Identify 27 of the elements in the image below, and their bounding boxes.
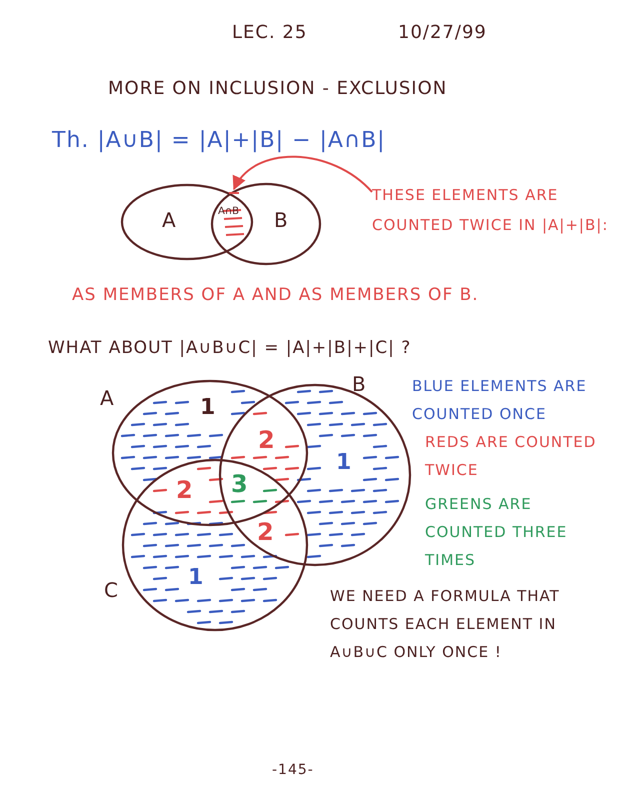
note-text: THESE ELEMENTS ARE COUNTED TWICE IN |A|+|B|: bbox=[372, 185, 610, 236]
set-label: B bbox=[274, 208, 288, 232]
region-count: 1 bbox=[336, 450, 352, 475]
region-count: 2 bbox=[176, 476, 194, 504]
note-text: BLUE ELEMENTS ARE COUNTED ONCE bbox=[412, 376, 588, 425]
set-label: B bbox=[352, 372, 366, 396]
region-count: 1 bbox=[200, 395, 216, 420]
lecture-number: LEC. 25 bbox=[232, 22, 308, 43]
region-count: 2 bbox=[257, 518, 275, 546]
set-label: A bbox=[100, 386, 114, 410]
note-text: GREENS ARE COUNTED THREE TIMES bbox=[425, 494, 568, 571]
theorem-formula: Th. |A∪B| = |A|+|B| − |A∩B| bbox=[52, 128, 386, 153]
set-label: C bbox=[104, 578, 118, 602]
note-text: WE NEED A FORMULA THAT COUNTS EACH ELEMENT IN A∪B∪C ONLY ONCE ! bbox=[330, 586, 561, 663]
set-label: A bbox=[162, 208, 176, 232]
set-ellipse bbox=[120, 183, 255, 261]
arrow bbox=[233, 156, 373, 193]
region-count: 1 bbox=[188, 565, 204, 590]
note-text: REDS ARE COUNTED TWICE bbox=[425, 432, 598, 481]
explanation-text: AS MEMBERS OF A AND AS MEMBERS OF B. bbox=[72, 285, 479, 305]
question-formula: WHAT ABOUT |A∪B∪C| = |A|+|B|+|C| ? bbox=[48, 338, 412, 358]
region-count: 2 bbox=[258, 426, 276, 454]
set-ellipse bbox=[210, 182, 324, 266]
date: 10/27/99 bbox=[398, 22, 487, 43]
page-number: -145- bbox=[272, 762, 314, 778]
region-count: 3 bbox=[231, 470, 249, 498]
page-title: MORE ON INCLUSION - EXCLUSION bbox=[108, 78, 448, 99]
